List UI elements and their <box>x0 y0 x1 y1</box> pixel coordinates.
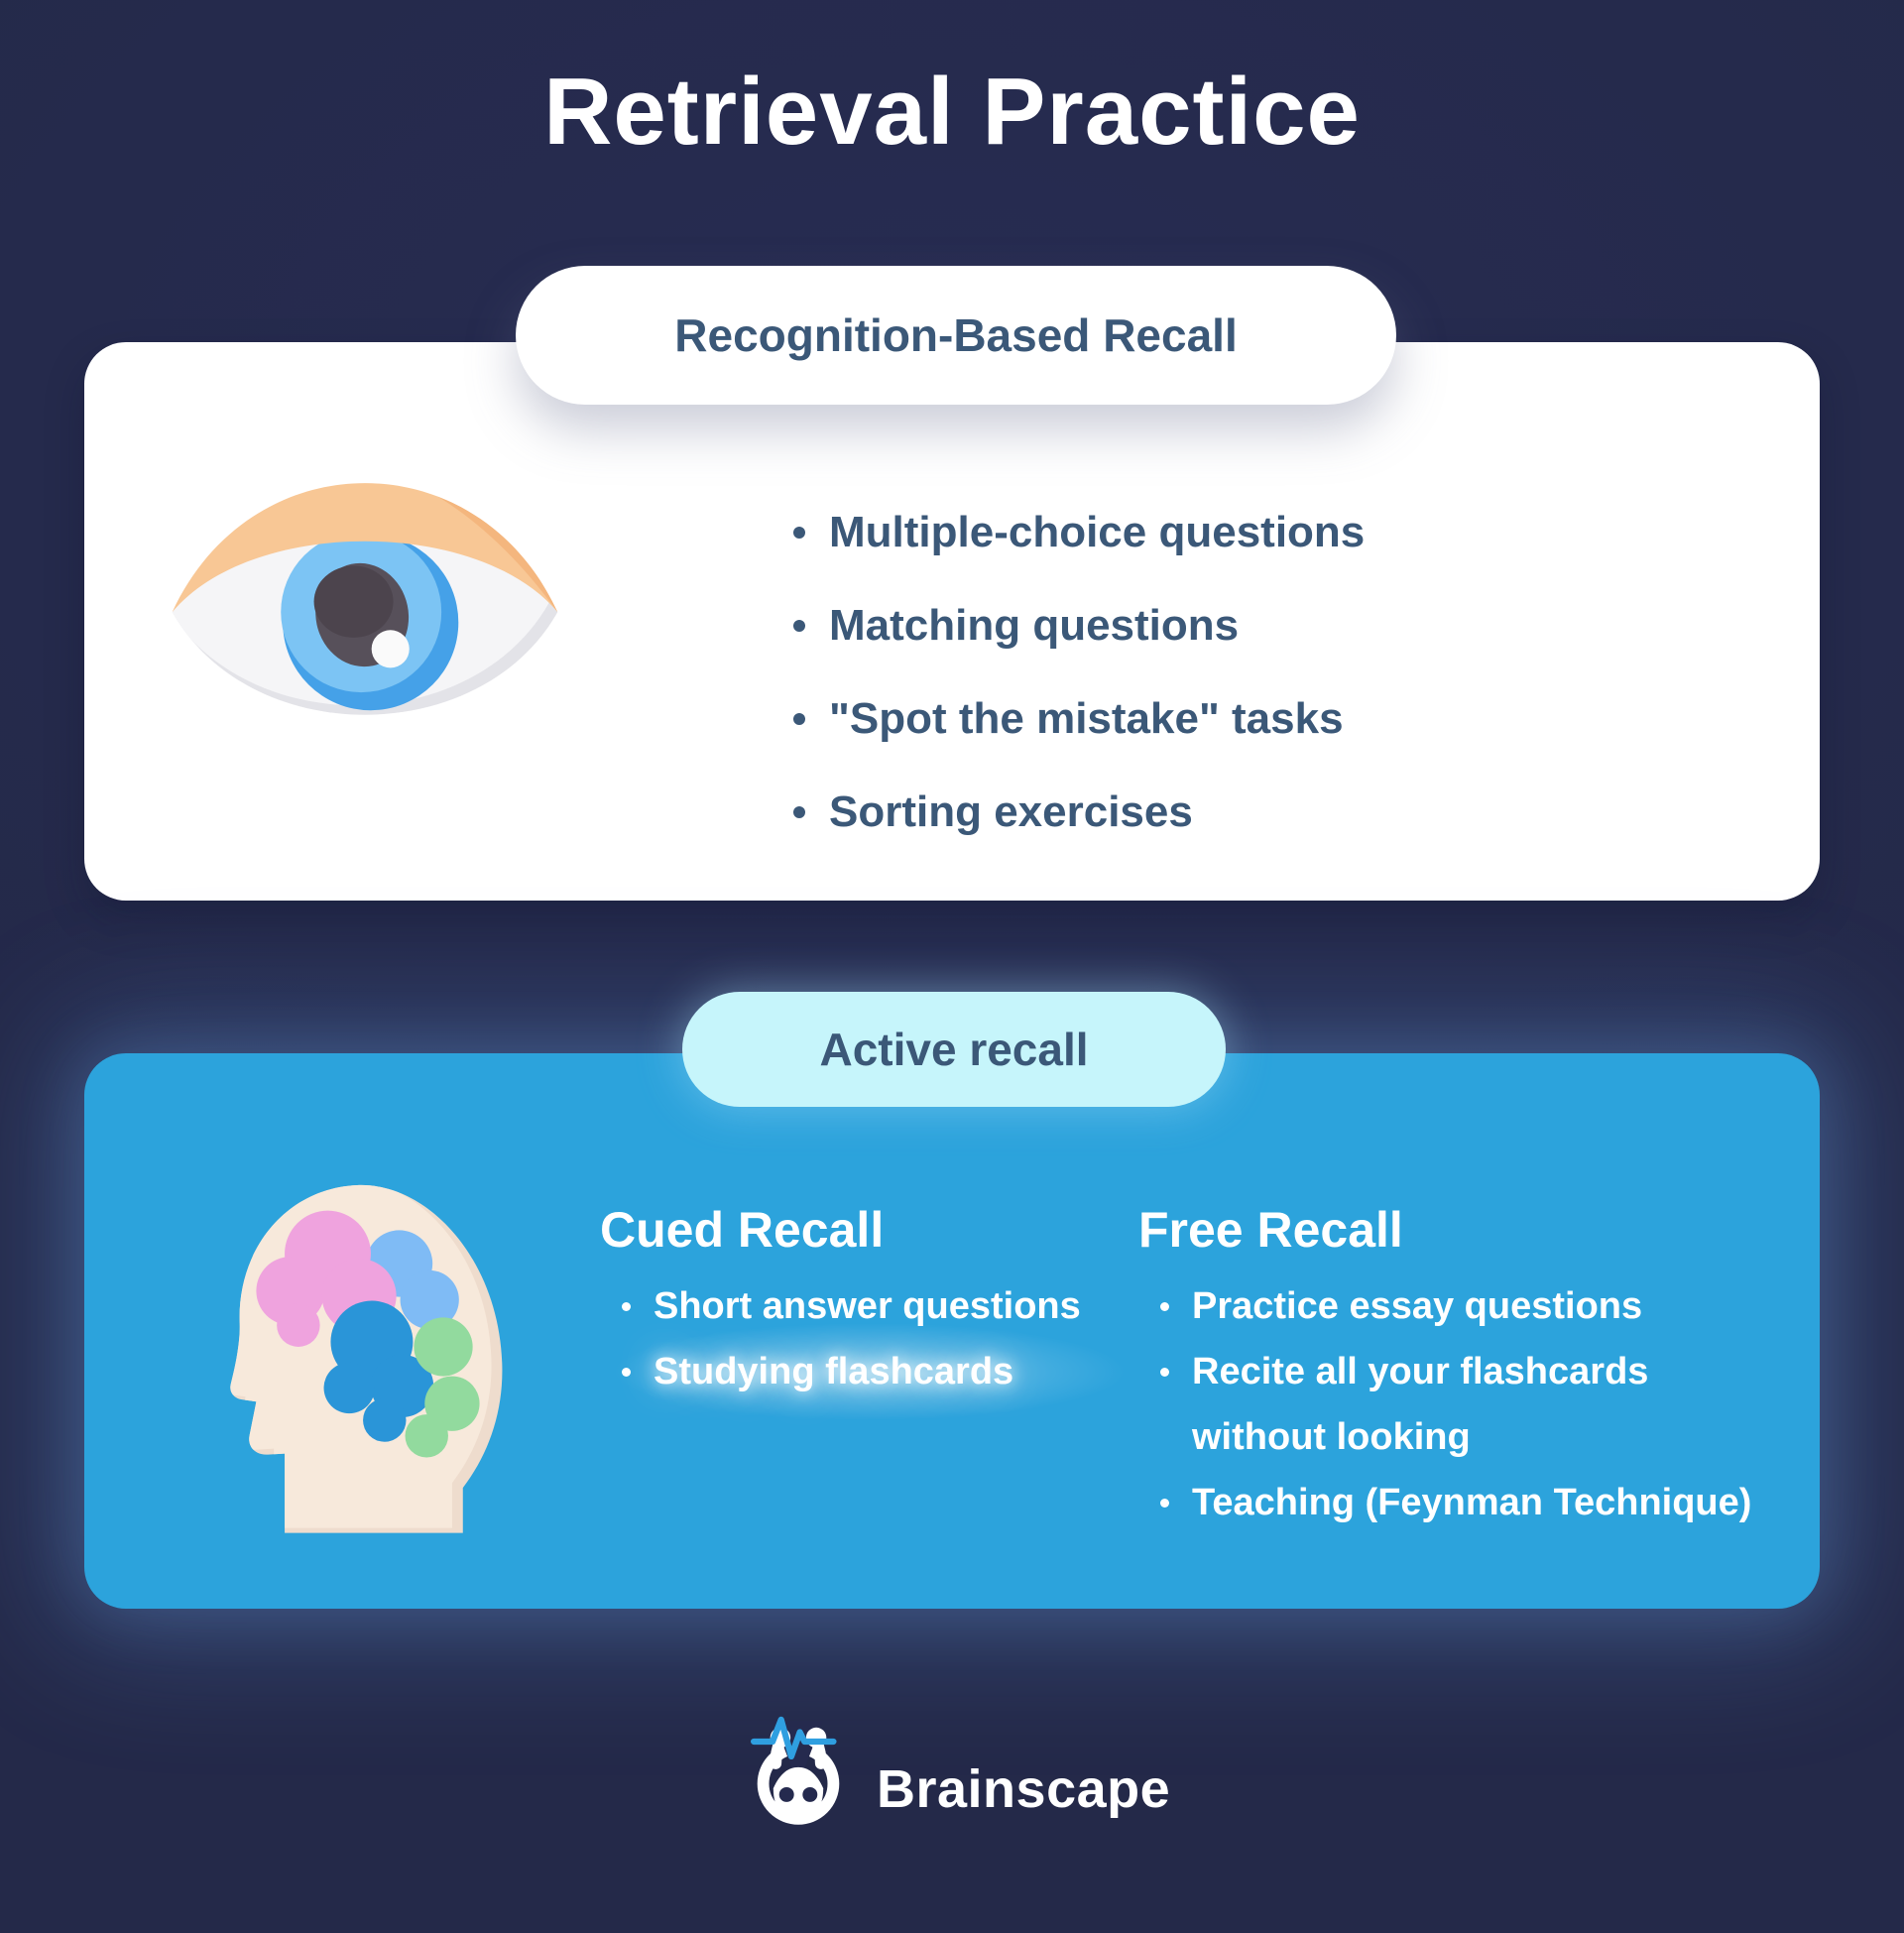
list-item-label: "Spot the mistake" tasks <box>829 694 1344 743</box>
list-item: Studying flashcards <box>600 1323 1126 1420</box>
list-item-label: Teaching (Feynman Technique) <box>1192 1482 1752 1523</box>
bullet-dot <box>793 806 805 818</box>
recognition-list: Multiple-choice questions Matching quest… <box>793 486 1365 859</box>
list-item: Short answer questions <box>600 1273 1116 1339</box>
brand-name: Brainscape <box>877 1759 1171 1819</box>
bullet-dot <box>793 527 805 539</box>
cued-recall-heading: Cued Recall <box>600 1202 885 1258</box>
list-item-label: Recite all your flashcards without looki… <box>1192 1351 1649 1458</box>
cued-recall-list: Short answer questions Studying flashcar… <box>600 1273 1126 1420</box>
list-item: "Spot the mistake" tasks <box>793 672 1365 766</box>
list-item-label: Short answer questions <box>654 1285 1081 1327</box>
active-recall-pill-label: Active recall <box>819 1024 1089 1075</box>
list-item: Sorting exercises <box>793 766 1365 859</box>
active-recall-pill: Active recall <box>682 992 1226 1107</box>
list-item-label: Matching questions <box>829 601 1240 650</box>
bullet-dot <box>622 1368 631 1377</box>
head-brain-icon <box>210 1150 524 1538</box>
list-item: Practice essay questions <box>1138 1273 1773 1339</box>
bullet-dot <box>793 620 805 632</box>
free-recall-column: Free Recall Practice essay questions Rec… <box>1138 1202 1773 1535</box>
eye-icon <box>167 466 563 769</box>
list-item: Recite all your flashcards without looki… <box>1138 1339 1773 1470</box>
bullet-dot <box>1160 1499 1169 1508</box>
bullet-dot <box>622 1302 631 1311</box>
recognition-pill-label: Recognition-Based Recall <box>674 309 1238 361</box>
bullet-dot <box>793 713 805 725</box>
free-recall-list: Practice essay questions Recite all your… <box>1138 1273 1773 1535</box>
list-item: Multiple-choice questions <box>793 486 1365 579</box>
list-item-label: Multiple-choice questions <box>829 508 1366 556</box>
free-recall-heading: Free Recall <box>1138 1202 1403 1258</box>
brainscape-robot-icon <box>740 1712 857 1842</box>
list-item-label: Practice essay questions <box>1192 1285 1643 1327</box>
bullet-dot <box>1160 1368 1169 1377</box>
list-item: Teaching (Feynman Technique) <box>1138 1470 1773 1535</box>
page-title: Retrieval Practice <box>543 59 1361 165</box>
list-item-label: Sorting exercises <box>829 787 1193 836</box>
list-item-label: Studying flashcards <box>654 1351 1014 1392</box>
bullet-dot <box>1160 1302 1169 1311</box>
cued-recall-column: Cued Recall Short answer questions Study… <box>600 1202 1126 1420</box>
recognition-pill: Recognition-Based Recall <box>516 266 1396 405</box>
list-item: Matching questions <box>793 579 1365 672</box>
